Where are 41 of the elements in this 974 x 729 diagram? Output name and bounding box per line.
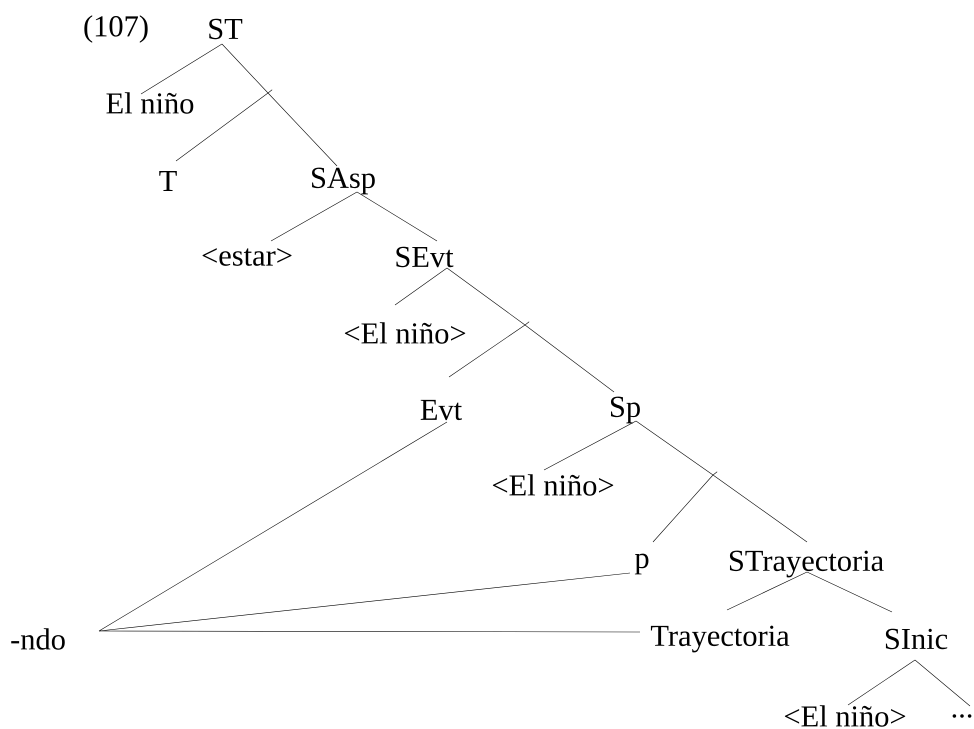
tree-node-label: El niño [106, 92, 194, 114]
suffix-label: -ndo [11, 628, 65, 650]
tree-branch [448, 324, 526, 378]
tree-node-label: SEvt [396, 246, 454, 268]
tree-node-label: Sp [610, 396, 640, 424]
tree-node-label: <El niño> [784, 705, 906, 727]
tree-node-label: SAsp [312, 168, 375, 194]
branch-tick [524, 321, 530, 326]
tree-node-label: ST [209, 18, 242, 40]
tree-branch [712, 474, 808, 542]
tree-branch [636, 420, 714, 476]
tree-branch [270, 192, 358, 242]
tree-branch [848, 660, 916, 706]
tree-branch [98, 422, 448, 632]
tree-node-label: Evt [420, 400, 462, 420]
tree-node-label: <estar> [202, 248, 292, 266]
tree-node-label: <El niño> [344, 322, 466, 344]
tree-branch [222, 44, 268, 94]
tree-branch [268, 92, 338, 166]
tree-node-label: T [159, 171, 177, 191]
tree-node-label: Trayectoria [650, 626, 790, 652]
tree-node-label: STrayectoria [730, 550, 884, 578]
branch-tick [268, 89, 272, 94]
tree-node-label: p [634, 554, 648, 574]
tree-branch [544, 420, 636, 470]
tree-branch [394, 268, 448, 306]
example-number: (107) [84, 15, 148, 43]
tree-branch [98, 630, 640, 632]
tree-branch [806, 572, 892, 612]
branch-tick [712, 471, 718, 476]
tree-node-label: ... [952, 714, 972, 718]
tree-branch [914, 660, 970, 706]
tree-node-label: <El niño> [492, 474, 614, 496]
tree-branch [356, 192, 438, 242]
tree-branch [726, 572, 808, 610]
tree-branch [446, 268, 526, 326]
tree-node-label: SInic [886, 628, 948, 650]
tree-branch [524, 324, 614, 392]
tree-branch [652, 474, 714, 542]
tree-branch [140, 44, 222, 94]
tree-branch [176, 92, 268, 162]
